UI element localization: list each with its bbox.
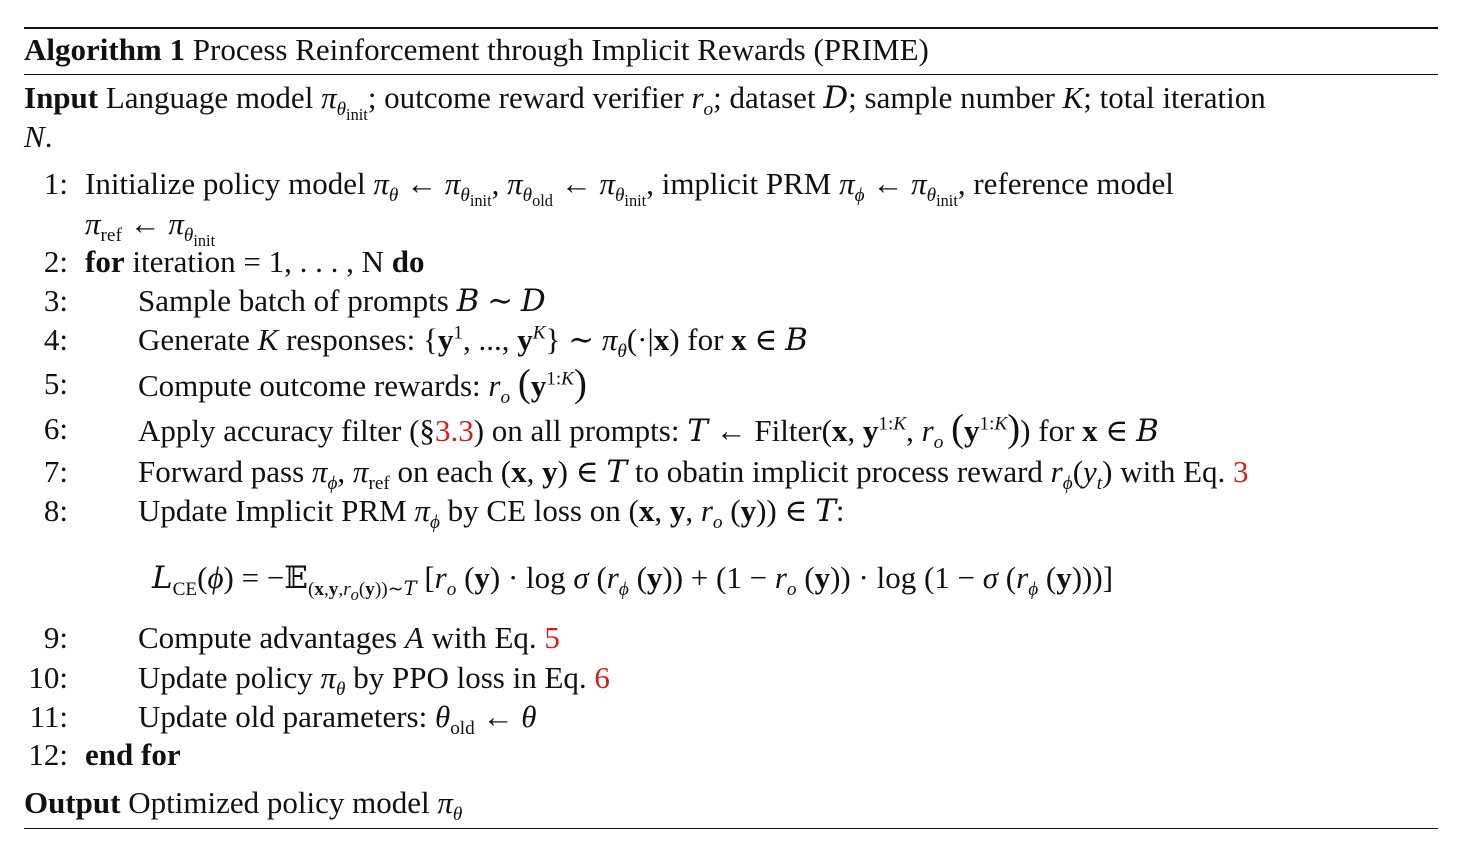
input-label: Input bbox=[24, 80, 99, 115]
output-line: Output Optimized policy model πθ bbox=[24, 785, 463, 826]
eq-5-ref-link[interactable]: 5 bbox=[544, 620, 560, 655]
algorithm-label: Algorithm 1 bbox=[24, 32, 186, 67]
input-line-cont: N. bbox=[24, 119, 53, 154]
section-ref-link[interactable]: 3.3 bbox=[434, 413, 474, 448]
input-line: Input Language model πθinit; outcome rew… bbox=[24, 80, 1266, 125]
eq-3-ref-link[interactable]: 3 bbox=[1233, 454, 1249, 489]
algorithm-title: Process Reinforcement through Implicit R… bbox=[192, 32, 929, 67]
output-label: Output bbox=[24, 785, 121, 820]
eq-6-ref-link[interactable]: 6 bbox=[594, 660, 610, 695]
top-rule bbox=[24, 27, 1438, 29]
algorithm-block: Algorithm 1 Process Reinforcement throug… bbox=[24, 0, 1438, 856]
bottom-rule bbox=[24, 828, 1438, 829]
algorithm-caption: Algorithm 1 Process Reinforcement throug… bbox=[24, 32, 929, 68]
ce-loss-equation: LCE(ϕ) = −𝔼(x,y,ro(y))∼T [ro (y) · log σ… bbox=[152, 560, 1114, 605]
caption-rule bbox=[24, 74, 1438, 75]
